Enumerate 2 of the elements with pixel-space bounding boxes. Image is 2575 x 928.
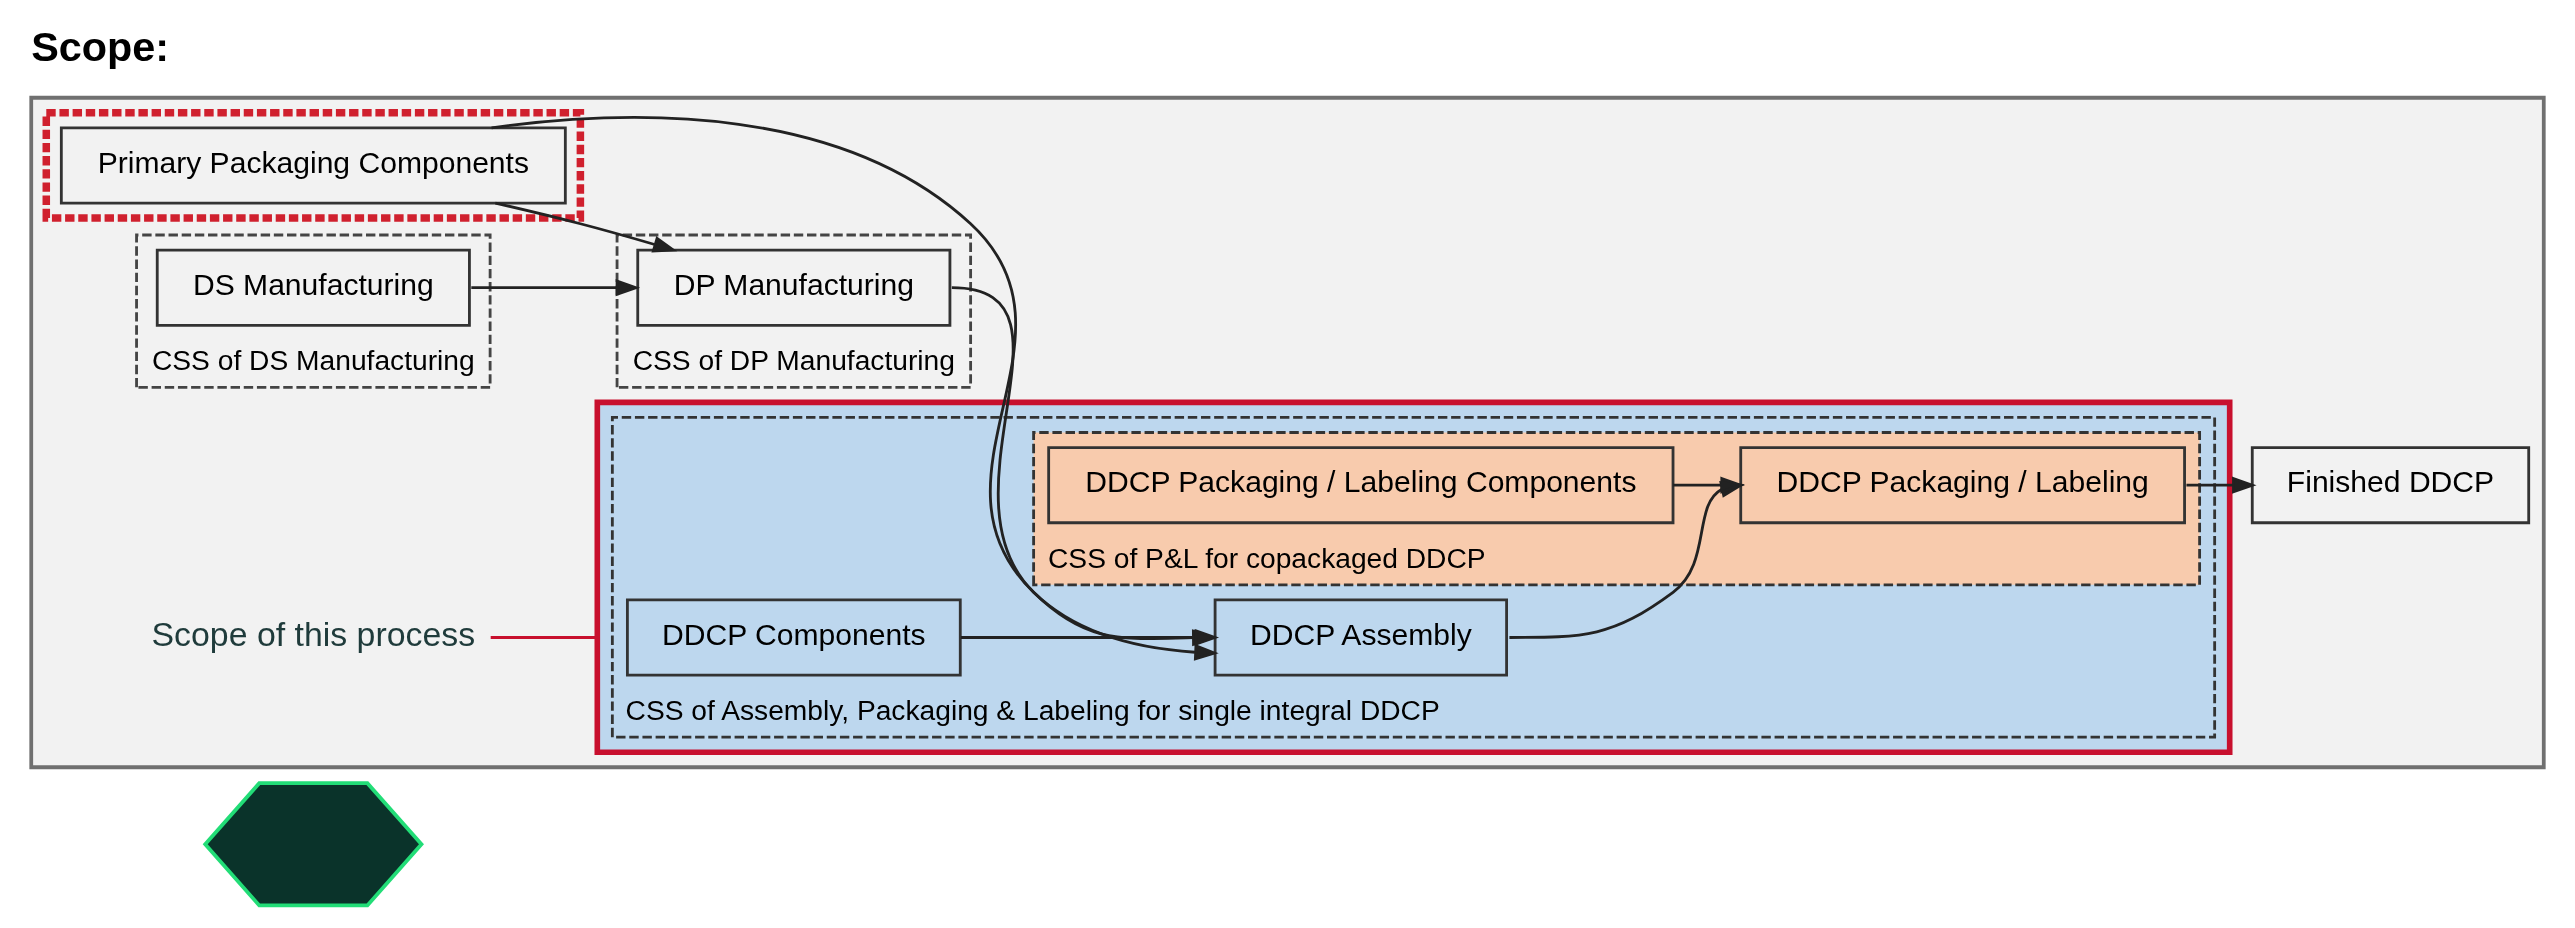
diagram-title: Scope: bbox=[31, 24, 170, 71]
node-text: Scope of this process bbox=[151, 614, 476, 653]
